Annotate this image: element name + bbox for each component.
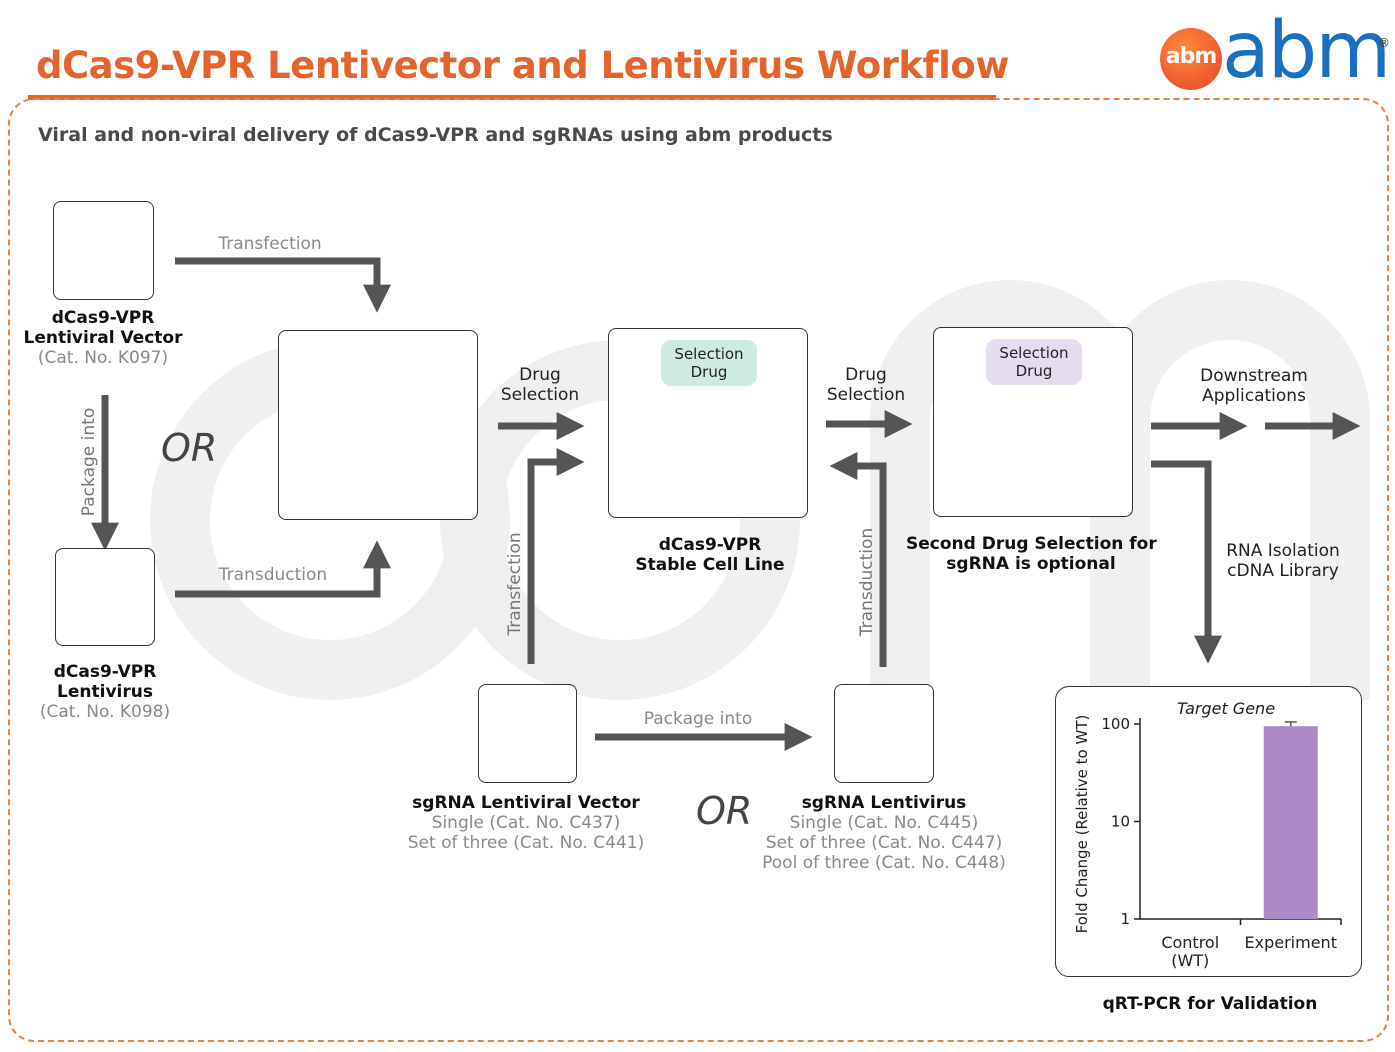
rna-isolation-line2: cDNA Library — [1227, 561, 1339, 581]
arrow-transduction-bottom — [175, 540, 391, 598]
abm-logo: abm abm ® — [1160, 6, 1391, 96]
downstream-applications-label: Downstream Applications — [1184, 366, 1324, 406]
sgrna-vector-label: sgRNA Lentiviral Vector Single (Cat. No.… — [400, 793, 652, 853]
second-selection-line1: Second Drug Selection for — [906, 534, 1157, 554]
downstream-line2: Applications — [1202, 386, 1306, 406]
stable-cell-line-label: dCas9-VPR Stable Cell Line — [608, 535, 812, 575]
sgrna-virus-cat2: Set of three (Cat. No. C447) — [765, 833, 1003, 853]
sgrna-virus-label: sgRNA Lentivirus Single (Cat. No. C445) … — [760, 793, 1008, 873]
sgrna-vector-name: sgRNA Lentiviral Vector — [412, 793, 640, 813]
second-selection-label: Second Drug Selection for sgRNA is optio… — [906, 534, 1157, 574]
dcas9-virus-catalog: (Cat. No. K098) — [39, 702, 171, 722]
selection-drug-1-line2: Drug — [690, 363, 728, 381]
dcas9-vector-name-line2: Lentiviral Vector — [23, 328, 183, 348]
second-selection-line2: sgRNA is optional — [946, 554, 1116, 574]
dcas9-virus-box[interactable] — [55, 548, 155, 646]
transduction-label-vertical: Transduction — [857, 527, 877, 637]
y-tick-label: 1 — [1120, 910, 1130, 928]
y-tick-label: 10 — [1111, 813, 1130, 831]
abm-logo-text: abm — [1222, 6, 1391, 96]
abm-logo-badge-text: abm — [1165, 44, 1218, 69]
sgrna-vector-cat1: Single (Cat. No. C437) — [431, 813, 621, 833]
selection-drug-1-line1: Selection — [674, 345, 744, 363]
drug-selection-1-line1: Drug — [519, 365, 561, 385]
x-category-label: (WT) — [1171, 951, 1209, 970]
rna-isolation-line1: RNA Isolation — [1226, 541, 1340, 561]
drug-selection-label-1: Drug Selection — [490, 365, 590, 405]
drug-selection-1-line2: Selection — [500, 385, 580, 405]
drug-selection-label-2: Drug Selection — [816, 365, 916, 405]
abm-logo-badge — [1160, 28, 1222, 90]
page-title: dCas9-VPR Lentivector and Lentivirus Wor… — [36, 44, 1009, 87]
selection-drug-pill-purple: Selection Drug — [986, 339, 1082, 385]
arrow-transduction-vertical — [829, 452, 887, 667]
sgrna-vector-box[interactable] — [478, 684, 577, 783]
dcas9-vector-label: dCas9-VPR Lentiviral Vector (Cat. No. K0… — [10, 308, 196, 368]
drug-selection-2-line1: Drug — [845, 365, 887, 385]
transfected-dish-box[interactable] — [278, 330, 478, 520]
sgrna-vector-cat2: Set of three (Cat. No. C441) — [407, 833, 645, 853]
bar-1 — [1263, 726, 1318, 919]
drug-selection-2-line2: Selection — [826, 385, 906, 405]
abm-logo-word: abm — [1222, 6, 1391, 96]
sgrna-virus-cat1: Single (Cat. No. C445) — [789, 813, 979, 833]
transfection-label-vertical: Transfection — [505, 532, 525, 636]
selection-drug-pill-teal: Selection Drug — [661, 340, 757, 386]
dcas9-vector-name-line1: dCas9-VPR — [51, 308, 155, 328]
dcas9-vector-catalog: (Cat. No. K097) — [37, 348, 169, 368]
page-subtitle: Viral and non-viral delivery of dCas9-VP… — [38, 124, 833, 146]
chart-title: Target Gene — [1177, 699, 1275, 718]
downstream-line1: Downstream — [1200, 366, 1308, 386]
y-axis-label: Fold Change (Relative to WT) — [1073, 715, 1091, 934]
or-label-left: OR — [161, 426, 218, 470]
stable-cell-line-line1: dCas9-VPR — [658, 535, 762, 555]
qpcr-validation-label: qRT-PCR for Validation — [1102, 994, 1318, 1014]
dcas9-virus-name-line1: dCas9-VPR — [53, 662, 157, 682]
dcas9-vector-box[interactable] — [53, 201, 154, 300]
y-tick-label: 100 — [1101, 715, 1130, 733]
arrow-transfection-vertical — [527, 448, 585, 664]
selection-drug-2-line1: Selection — [999, 344, 1069, 362]
x-category-label: Control — [1161, 933, 1219, 952]
sgrna-virus-cat3: Pool of three (Cat. No. C448) — [762, 853, 1006, 873]
selection-drug-2-line2: Drug — [1015, 362, 1053, 380]
dcas9-virus-label: dCas9-VPR Lentivirus (Cat. No. K098) — [12, 662, 198, 722]
arrow-transfection-top — [175, 257, 391, 313]
or-label-bottom: OR — [696, 789, 753, 833]
sgrna-virus-name: sgRNA Lentivirus — [801, 793, 967, 813]
package-into-label-bottom: Package into — [643, 709, 753, 729]
transfection-label-top: Transfection — [218, 234, 322, 254]
arrow-rna-isolation — [1151, 460, 1222, 664]
workflow-frame — [8, 98, 1389, 1042]
package-into-label-left: Package into — [79, 407, 99, 517]
dcas9-virus-name-line2: Lentivirus — [57, 682, 153, 702]
sgrna-virus-box[interactable] — [834, 684, 934, 783]
registered-mark: ® — [1378, 36, 1390, 50]
transduction-label-bottom: Transduction — [218, 565, 328, 585]
stable-cell-line-line2: Stable Cell Line — [635, 555, 785, 575]
rna-isolation-label: RNA Isolation cDNA Library — [1213, 541, 1353, 581]
title-underline — [28, 95, 996, 100]
x-category-label: Experiment — [1245, 933, 1337, 952]
